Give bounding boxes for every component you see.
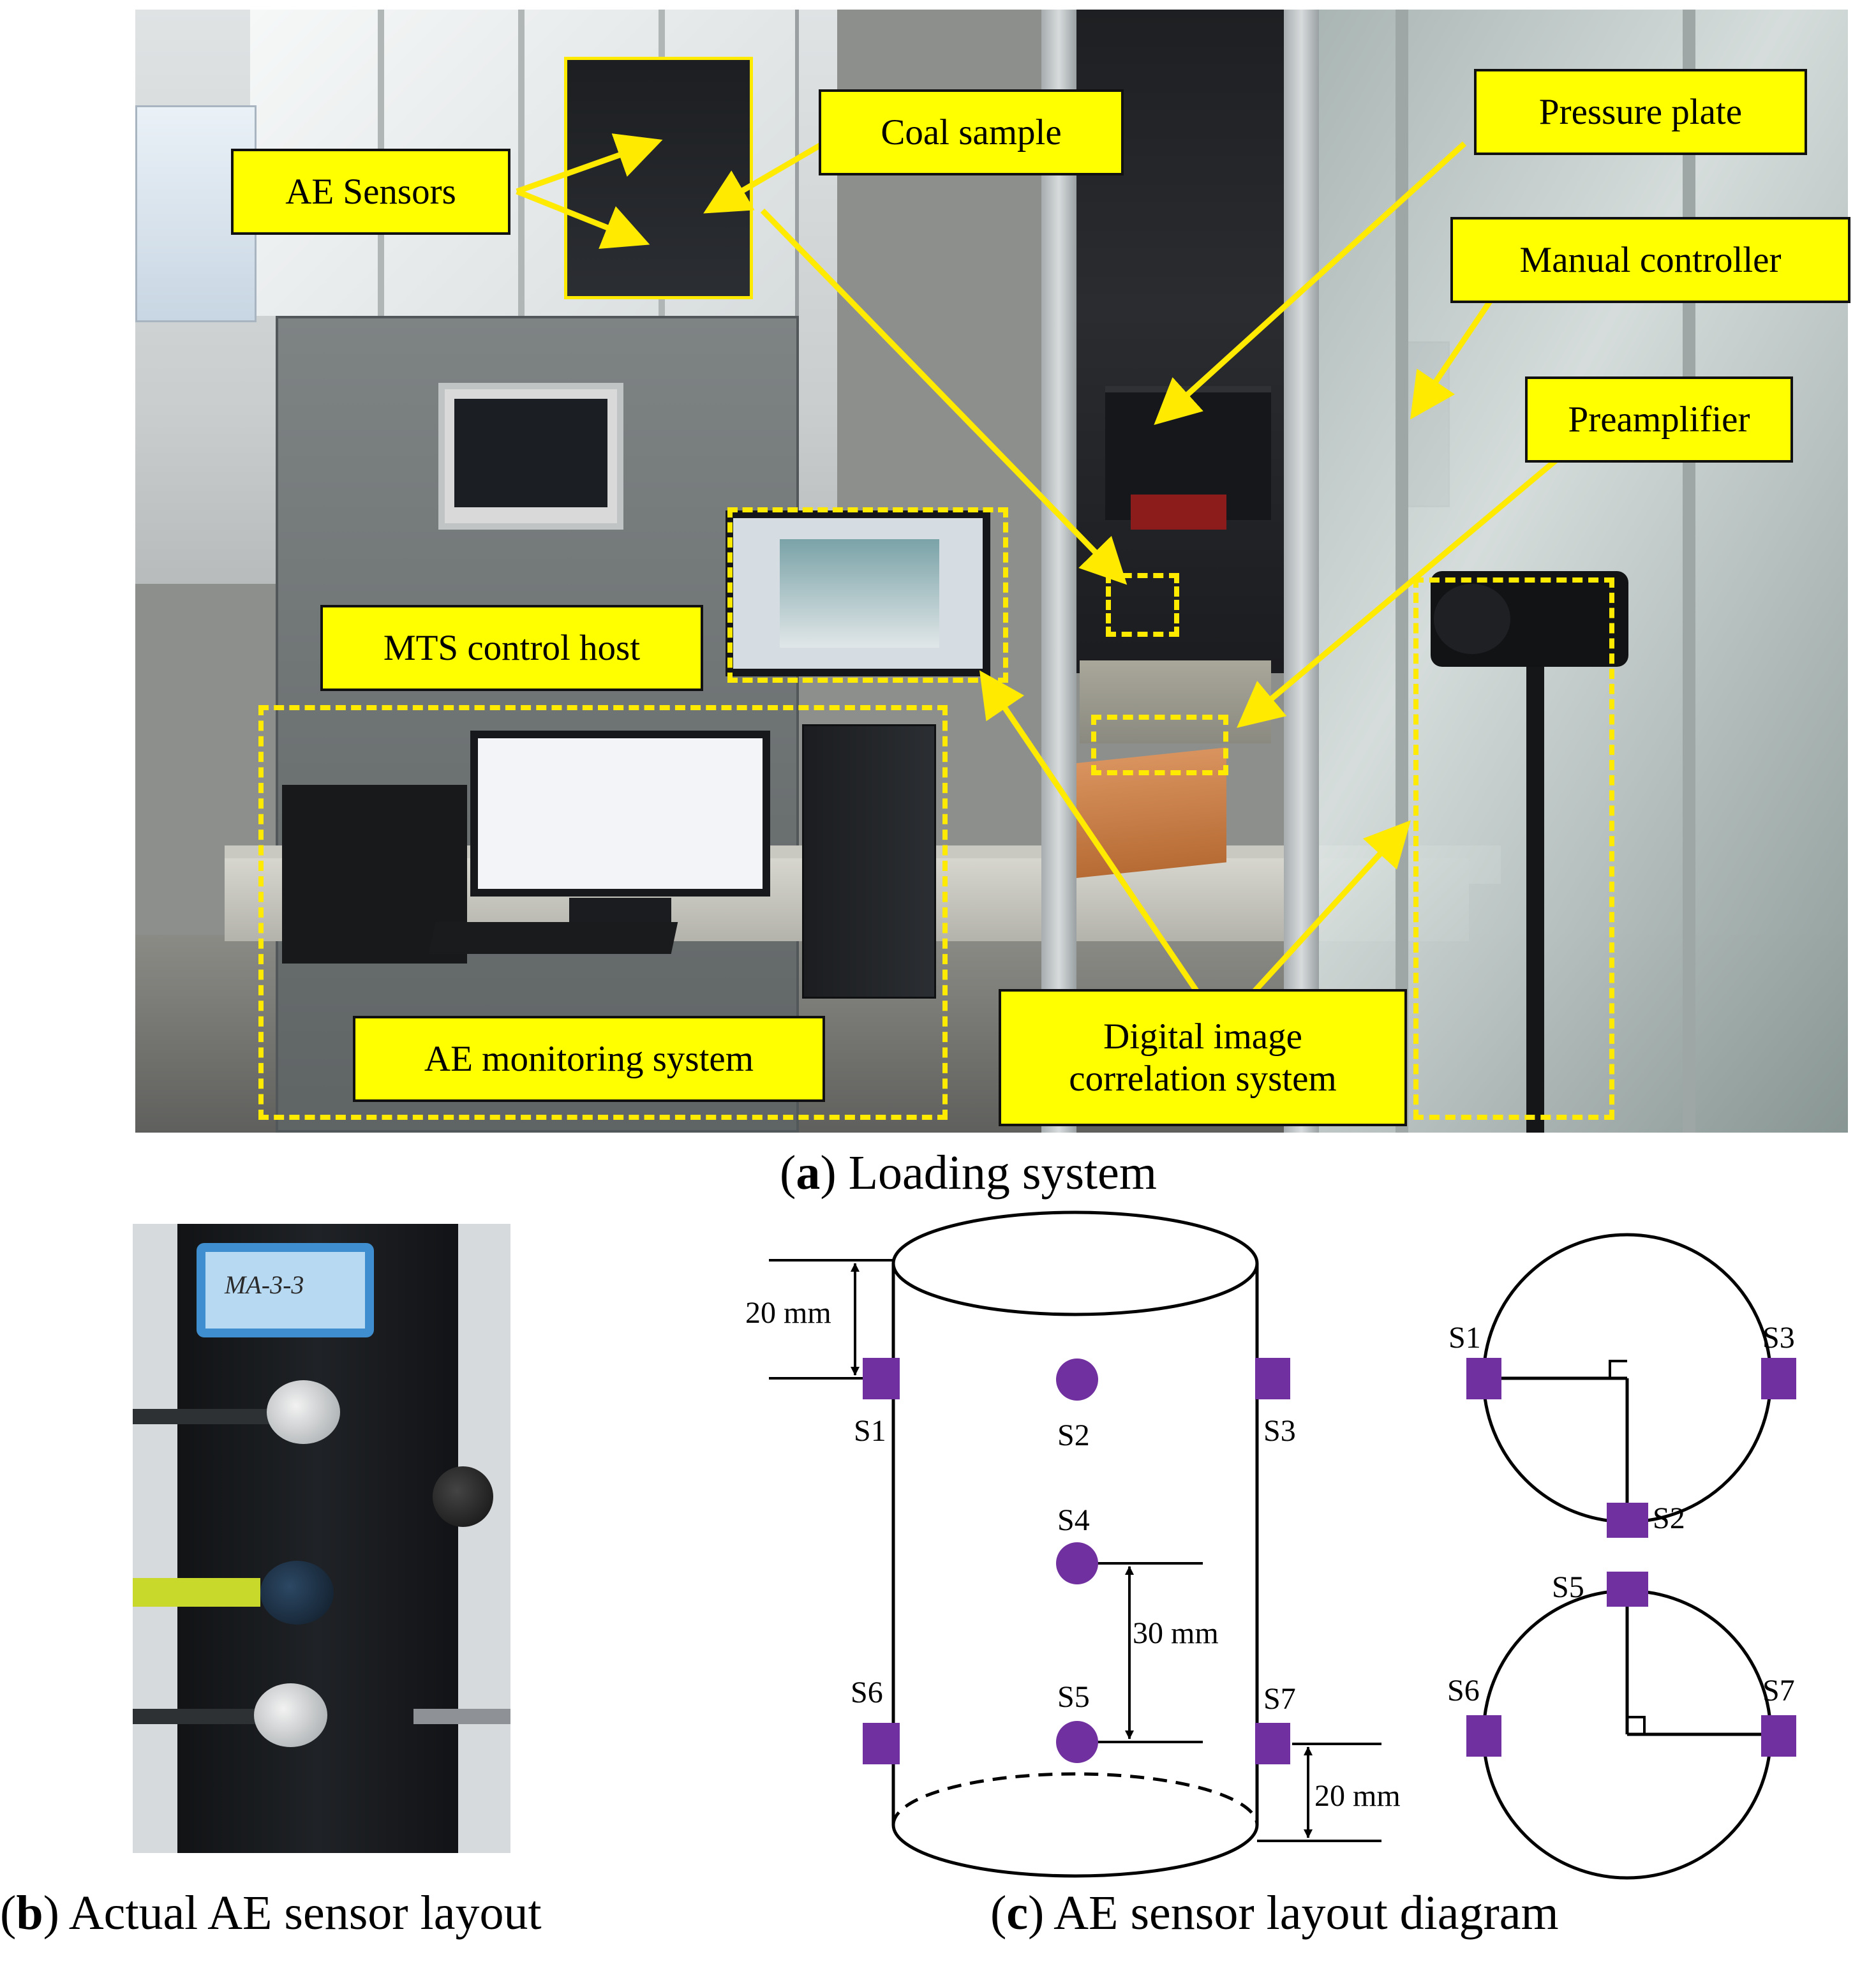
sensor-cable [413, 1709, 510, 1724]
dashed-box-ae-monitoring [258, 705, 948, 1120]
sensor-s7-marker [1255, 1723, 1290, 1764]
sensor-s4-marker [1056, 1542, 1098, 1584]
xsec-top-label-s3: S3 [1762, 1321, 1795, 1355]
dashed-box-dic-monitor [727, 507, 1008, 683]
label-dic-line-1: Digital image [1103, 1016, 1302, 1057]
ae-sensor [433, 1466, 493, 1527]
glass-post [1396, 10, 1408, 1133]
label-manual-controller: Manual controller [1450, 217, 1850, 303]
label-ae-sensors: AE Sensors [231, 149, 510, 235]
label-s6: S6 [851, 1676, 883, 1709]
sample-tag: MA-3-3 [197, 1243, 374, 1337]
cylinder-bottom-back [891, 1772, 1259, 1826]
xsec-bottom-s6-marker [1466, 1715, 1501, 1757]
sensor-s1-marker [863, 1358, 900, 1399]
mts-screen-display [454, 399, 607, 507]
sample-tag-text: MA-3-3 [225, 1270, 304, 1299]
ae-sensor [260, 1561, 334, 1625]
label-s7: S7 [1263, 1682, 1296, 1716]
sensor-s2-marker [1056, 1358, 1098, 1401]
label-s3: S3 [1263, 1414, 1296, 1448]
label-s5: S5 [1057, 1680, 1090, 1714]
sensor-s6-marker [863, 1723, 900, 1764]
caption-a-text: Loading system [848, 1146, 1158, 1200]
right-angle-mark-bottom [1627, 1716, 1646, 1734]
ae-sensor [267, 1380, 340, 1444]
dashed-box-preamplifier [1091, 715, 1228, 775]
sensor-s3-marker [1255, 1358, 1290, 1399]
frame-post-right [1284, 10, 1319, 1133]
xsec-top-s2-marker [1607, 1503, 1648, 1538]
cylinder-bottom-front [891, 1824, 1259, 1878]
cylinder [891, 1210, 1259, 1878]
frame-post-left [1041, 10, 1076, 1133]
mts-logo-plate [1131, 495, 1226, 530]
label-ae-monitoring-system: AE monitoring system [353, 1016, 825, 1102]
xsec-bottom-label-s7: S7 [1762, 1674, 1795, 1708]
xsec-bottom-s7-marker [1761, 1715, 1796, 1757]
xsec-top-label-s1: S1 [1448, 1321, 1481, 1355]
label-pressure-plate: Pressure plate [1474, 69, 1807, 155]
cross-section-bottom-circle [1482, 1589, 1773, 1880]
right-angle-mark-top [1609, 1360, 1627, 1378]
glass-post [1683, 10, 1695, 1133]
label-coal-sample: Coal sample [819, 89, 1124, 175]
ae-monitor [470, 731, 770, 897]
loading-system-photo [135, 10, 1848, 1133]
label-dic-line-2: correlation system [1069, 1058, 1337, 1099]
ae-sensor [254, 1683, 327, 1747]
caption-c-letter: c [1006, 1886, 1029, 1940]
sample-inset [564, 57, 753, 299]
sensor-cable [133, 1709, 260, 1724]
label-dic-system: Digital image correlation system [999, 989, 1407, 1126]
label-preamplifier: Preamplifier [1525, 376, 1793, 463]
label-s1: S1 [854, 1414, 886, 1448]
label-s4: S4 [1057, 1503, 1090, 1537]
sensor-s5-marker [1056, 1721, 1098, 1763]
caption-a-letter: a [796, 1146, 821, 1200]
caption-b-letter: b [16, 1886, 43, 1940]
caption-a: (a) Loading system [780, 1146, 1158, 1200]
xsec-top-s1-marker [1466, 1358, 1501, 1399]
dim-label-mid: 30 mm [1133, 1616, 1219, 1650]
caption-b-text: Actual AE sensor layout [68, 1886, 542, 1940]
actual-sensor-layout-photo: MA-3-3 [133, 1224, 510, 1853]
xsec-bottom-label-s5: S5 [1552, 1570, 1584, 1604]
dashed-box-sample [1106, 573, 1179, 637]
cross-section-top [1482, 1233, 1773, 1524]
cross-section-top-circle [1482, 1233, 1773, 1524]
tripod [1526, 648, 1544, 1133]
cross-section-bottom [1482, 1589, 1773, 1880]
yellow-cable [133, 1578, 260, 1607]
caption-c-text: AE sensor layout diagram [1053, 1886, 1559, 1940]
caption-c: (c) AE sensor layout diagram [990, 1886, 1559, 1940]
dim-label-top: 20 mm [745, 1296, 831, 1330]
cylinder-top-ellipse [891, 1210, 1259, 1316]
dim-label-bottom: 20 mm [1314, 1779, 1401, 1813]
sensor-cable [133, 1409, 279, 1424]
xsec-top-label-s2: S2 [1653, 1501, 1685, 1535]
dashed-box-camera [1413, 577, 1614, 1120]
xsec-top-s3-marker [1761, 1358, 1796, 1399]
caption-b: (b) Actual AE sensor layout [0, 1886, 542, 1940]
xsec-bottom-s5-marker [1607, 1572, 1648, 1607]
window-bar [518, 10, 525, 316]
label-mts-control-host: MTS control host [320, 605, 703, 691]
pc-tower [802, 724, 936, 999]
xsec-bottom-label-s6: S6 [1447, 1674, 1480, 1708]
label-s2: S2 [1057, 1418, 1090, 1452]
